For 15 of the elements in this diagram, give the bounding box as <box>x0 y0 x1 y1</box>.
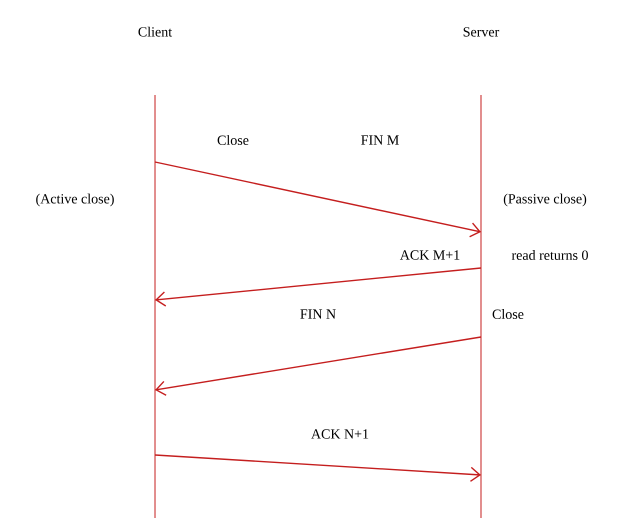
edge-label: ACK N+1 <box>311 429 368 439</box>
arrow <box>155 267 482 307</box>
arrow <box>154 161 481 238</box>
arrow <box>155 336 482 396</box>
edge-label: FIN N <box>300 309 336 319</box>
note-label: Close <box>218 135 248 145</box>
node-label: Server <box>464 27 500 37</box>
note-label: read returns 0 <box>512 250 588 260</box>
edge-label: FIN M <box>361 135 399 145</box>
note-label: (Passive close) <box>504 194 586 206</box>
node-label: Client <box>138 26 172 37</box>
note-label: (Active close) <box>36 194 114 206</box>
arrow <box>154 454 481 482</box>
lifeline: Client <box>138 26 172 518</box>
edge-label: ACK M+1 <box>400 250 460 260</box>
